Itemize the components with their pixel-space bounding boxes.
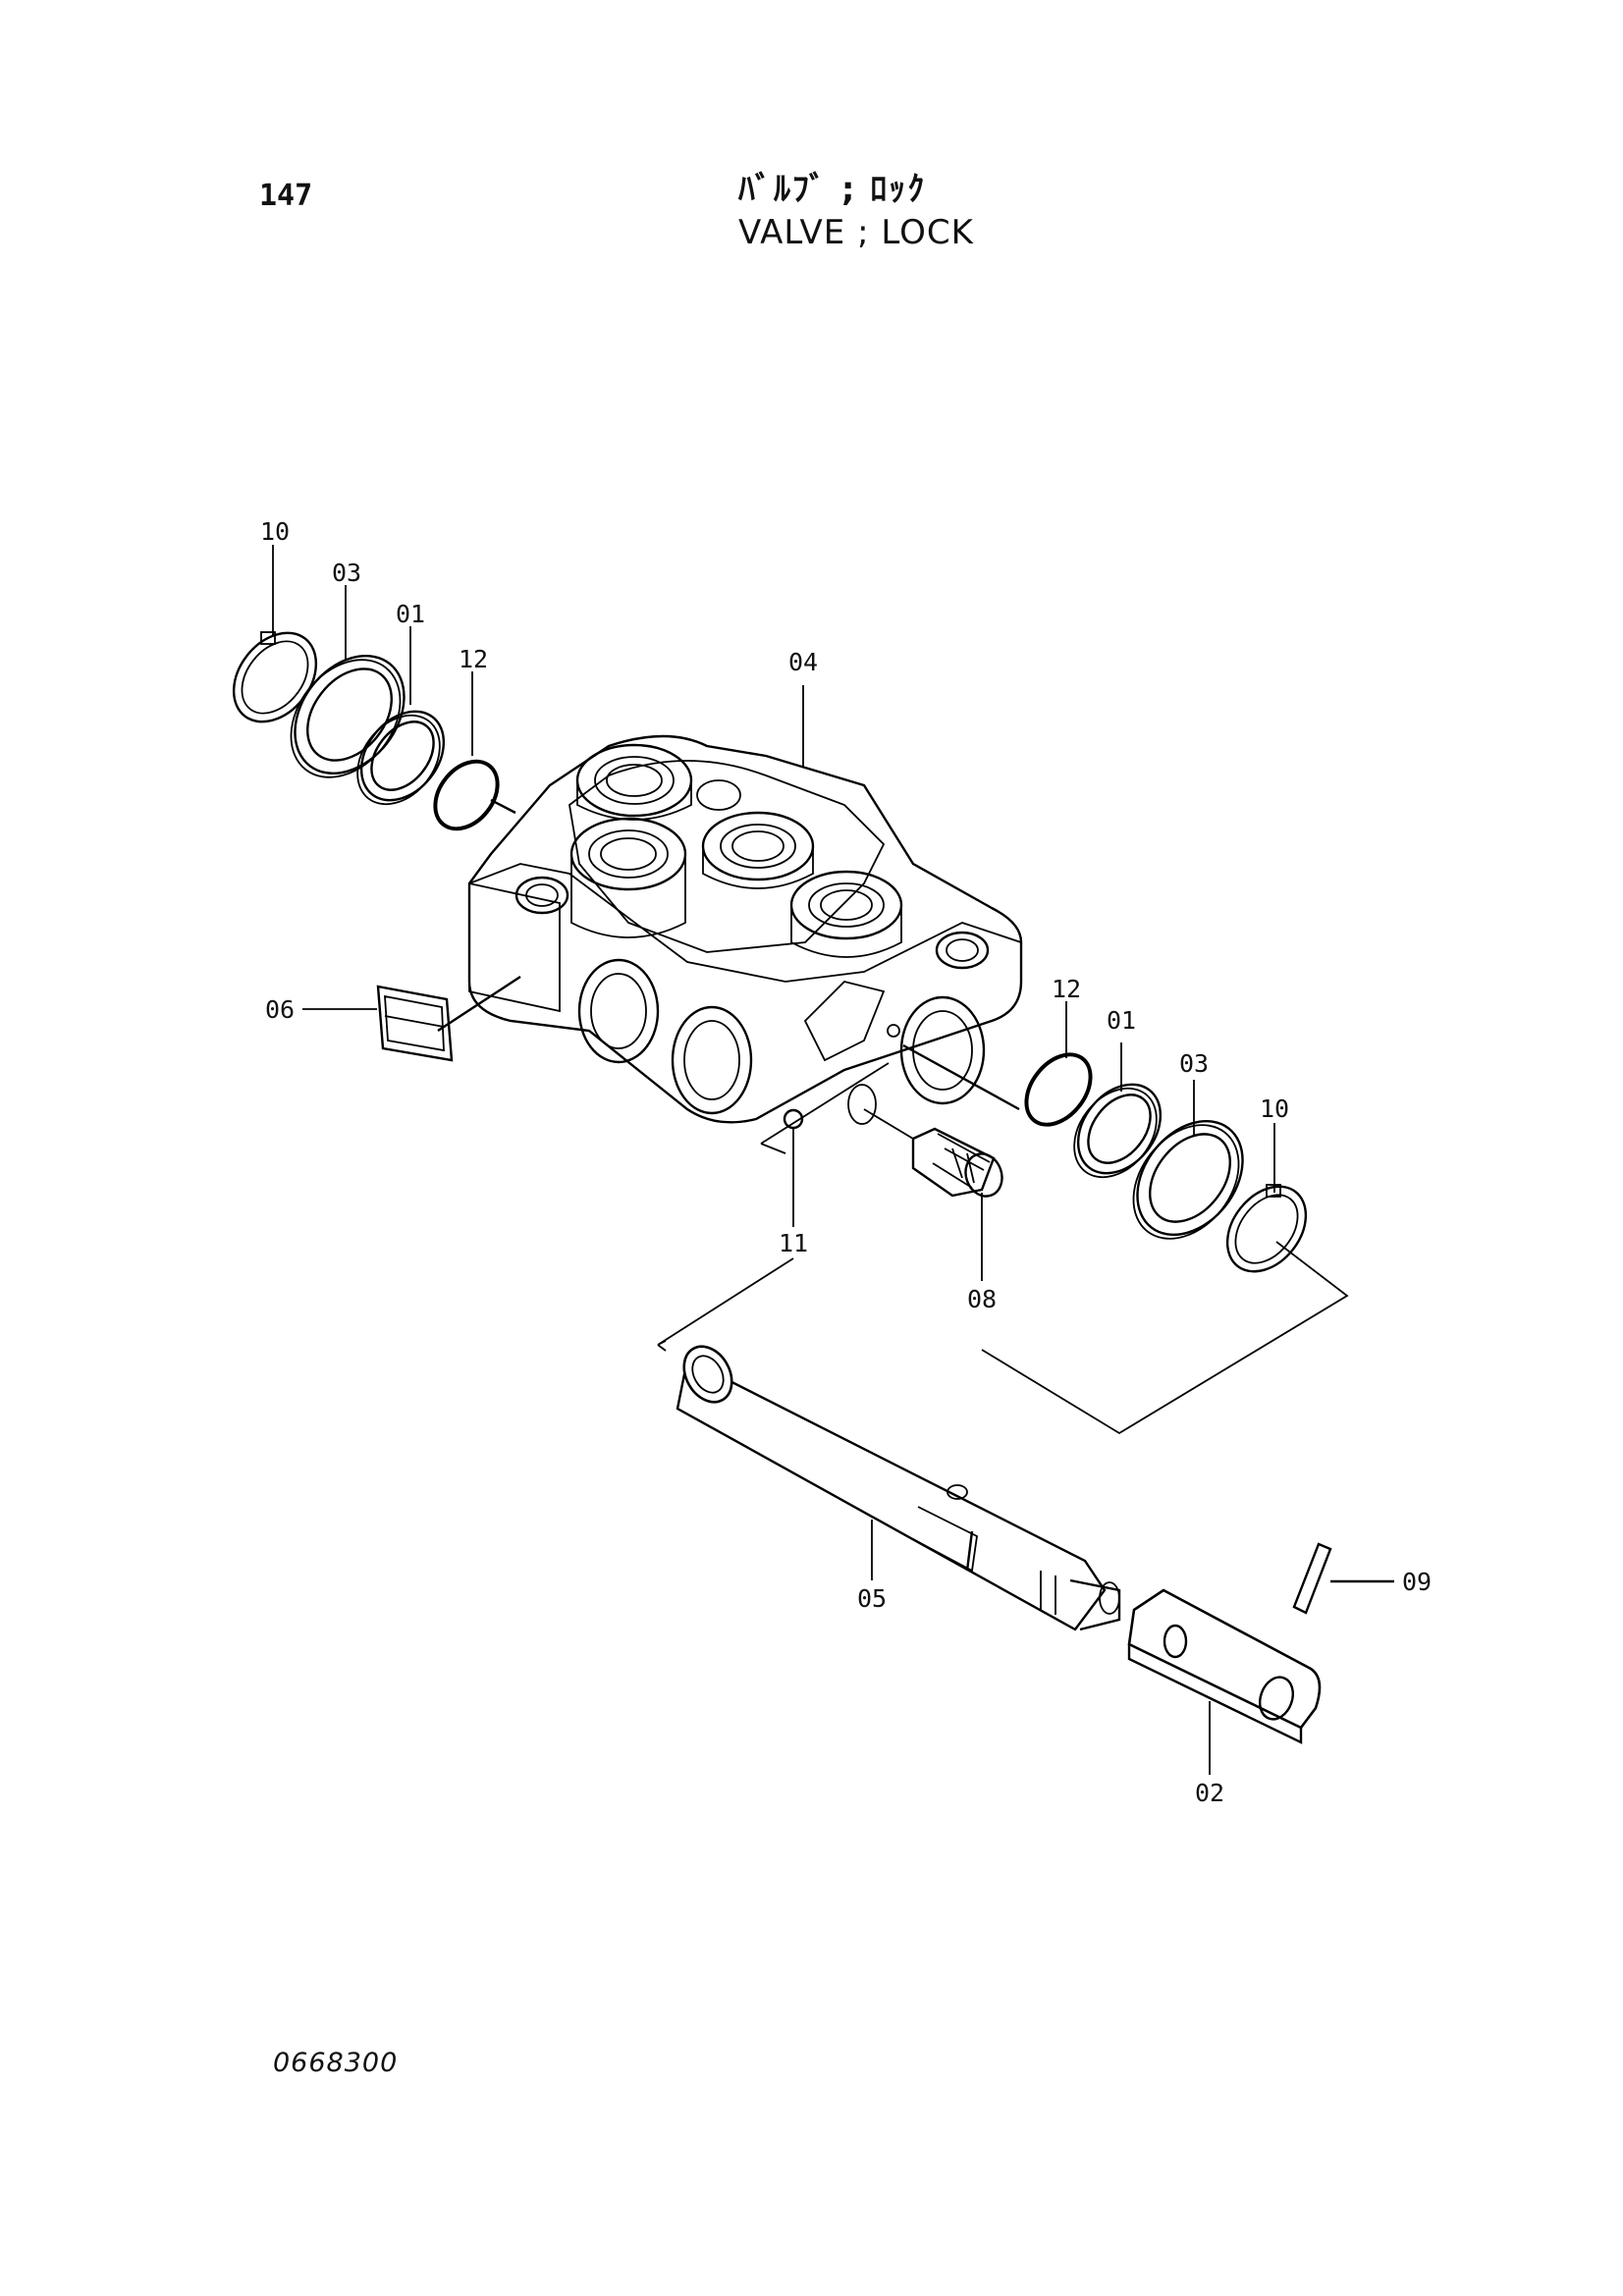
- callout-02: 02: [1195, 1779, 1224, 1807]
- part-o-ring-right: [1024, 1052, 1093, 1127]
- callout-03-left: 03: [332, 559, 361, 587]
- callout-labels: 10 03 01 12 04 06 12 01 03 10 11 08 05 0…: [260, 517, 1432, 1807]
- part-o-ring-left: [433, 759, 516, 831]
- part-spool: [676, 1345, 1121, 1631]
- callout-01-right: 01: [1107, 1006, 1136, 1035]
- callout-09: 09: [1402, 1568, 1432, 1596]
- callout-05: 05: [857, 1584, 887, 1613]
- part-ball: [760, 1043, 1020, 1154]
- callout-06: 06: [265, 995, 295, 1024]
- callout-08: 08: [967, 1285, 997, 1313]
- part-washer-right: [1132, 1119, 1244, 1240]
- drawing-code: 0668300: [273, 2048, 399, 2078]
- leader-lines: [272, 545, 1275, 1775]
- part-valve-body: [467, 734, 1023, 1125]
- callout-10-left: 10: [260, 517, 290, 546]
- part-pin: [1292, 1542, 1394, 1615]
- part-snap-ring-right: [1225, 1184, 1308, 1273]
- title-english: VALVE ; LOCK: [738, 213, 974, 252]
- part-seal-left: [356, 710, 446, 806]
- callout-03-right: 03: [1179, 1049, 1209, 1078]
- part-lever-plate: [1127, 1588, 1322, 1744]
- part-washer-left: [290, 654, 406, 778]
- part-plug: [863, 1108, 1003, 1198]
- callout-12-left: 12: [459, 645, 488, 673]
- part-snap-ring-left: [232, 631, 318, 723]
- part-seal-right: [1073, 1083, 1163, 1179]
- callout-10-right: 10: [1260, 1095, 1289, 1123]
- callout-11: 11: [779, 1229, 808, 1257]
- part-nameplate: [376, 975, 521, 1062]
- callout-04: 04: [788, 648, 818, 676]
- callout-01-left: 01: [396, 600, 425, 628]
- title-japanese: ﾊﾞﾙﾌﾞ ; ﾛｯｸ: [738, 170, 927, 209]
- callout-12-right: 12: [1052, 975, 1081, 1003]
- page-number: 147: [259, 179, 313, 213]
